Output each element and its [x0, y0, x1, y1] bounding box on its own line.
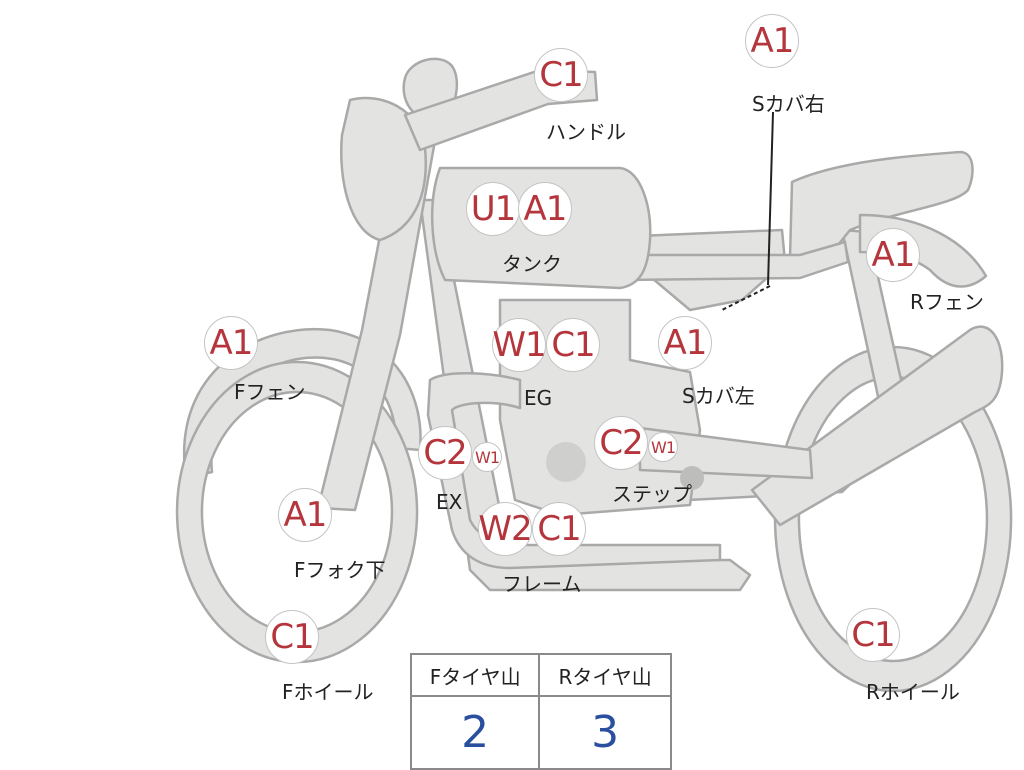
marker-scover-right-a1: A1	[745, 14, 799, 68]
headlight	[340, 96, 428, 242]
muffler	[750, 325, 1004, 527]
label-scover-left: Sカバ左	[682, 384, 755, 408]
marker-tank-a1: A1	[518, 182, 572, 236]
label-tank: タンク	[502, 252, 562, 276]
lower-frame	[418, 198, 752, 592]
label-ffender: Fフェン	[234, 380, 306, 404]
engine-cover-small	[680, 466, 704, 490]
marker-rwheel-c1: C1	[846, 608, 900, 662]
label-ffork: Fフォク下	[294, 558, 386, 582]
marker-ex-w1: W1	[472, 442, 502, 472]
marker-ffork-a1: A1	[278, 488, 332, 542]
engine-cover	[546, 442, 586, 482]
rear-tread-value: 3	[538, 695, 672, 770]
rear-tread-header: Rタイヤ山	[538, 653, 672, 697]
marker-handle-c1: C1	[534, 48, 588, 102]
leader-line-dashed	[721, 285, 771, 311]
leader-line	[767, 111, 774, 286]
marker-eg-w1: W1	[492, 318, 547, 372]
front-tread-header: Fタイヤ山	[409, 653, 541, 697]
marker-step-w1: W1	[648, 432, 678, 462]
marker-frame-w2: W2	[478, 502, 533, 556]
label-frame: フレーム	[502, 572, 582, 596]
marker-frame-c1: C1	[532, 502, 586, 556]
label-handle: ハンドル	[546, 120, 626, 144]
front-tread-value: 2	[409, 695, 541, 770]
marker-scover-left-a1: A1	[658, 316, 712, 370]
marker-ex-c2: C2	[418, 426, 472, 480]
exhaust	[426, 372, 722, 570]
label-ex: EX	[436, 490, 463, 514]
marker-ffender-a1: A1	[204, 316, 258, 370]
tire-tread-table: Fタイヤ山 Rタイヤ山 2 3	[409, 653, 672, 770]
rear-wheel	[773, 345, 1013, 693]
marker-rfender-a1: A1	[866, 228, 920, 282]
label-scover-right: Sカバ右	[752, 92, 825, 116]
marker-eg-c1: C1	[546, 318, 600, 372]
label-step: ステップ	[612, 482, 692, 506]
label-rwheel: Rホイール	[866, 680, 960, 704]
marker-fwheel-c1: C1	[265, 610, 319, 664]
label-eg: EG	[524, 386, 553, 410]
label-fwheel: Fホイール	[282, 680, 374, 704]
marker-step-c2: C2	[594, 416, 648, 470]
label-rfender: Rフェン	[910, 290, 984, 314]
marker-tank-u1: U1	[466, 182, 520, 236]
